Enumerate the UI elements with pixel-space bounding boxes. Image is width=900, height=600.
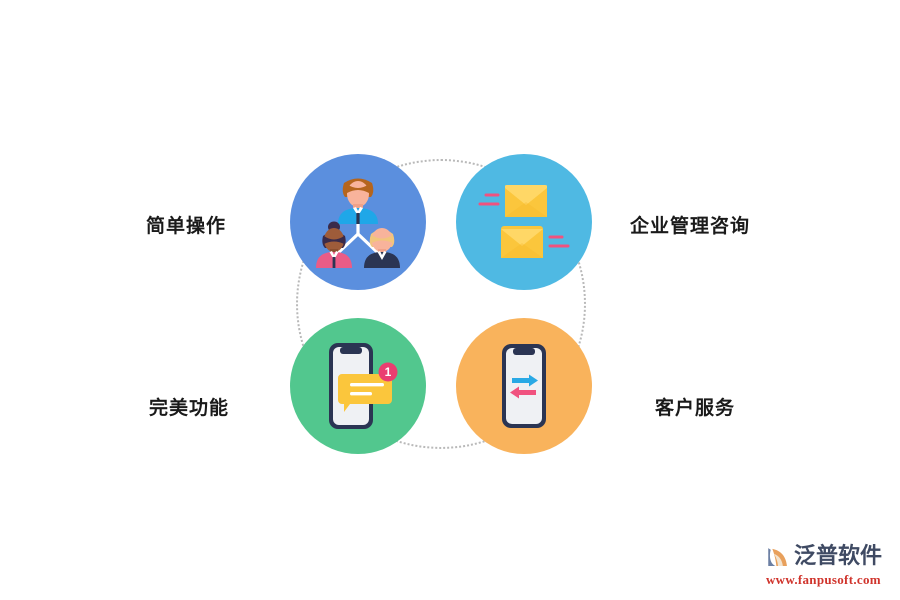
logo-row: 泛普软件 — [765, 544, 882, 570]
logo-wordmark: 泛普软件 — [793, 544, 882, 569]
feature-circle-enterprise-management-consulting[interactable] — [456, 154, 592, 290]
feature-label-simple-operation: 简单操作 — [146, 215, 227, 237]
arrow-right-icon — [512, 374, 538, 387]
person-right — [364, 228, 400, 268]
person-left — [316, 221, 352, 268]
people-network-icon — [316, 178, 400, 268]
watermark-logo: 泛普软件 www.fanpusoft.com — [765, 544, 882, 588]
phone-body — [502, 344, 546, 428]
arrow-left-icon — [510, 386, 536, 399]
feature-label-perfect-features: 完美功能 — [149, 397, 230, 419]
chat-bubble — [338, 374, 392, 412]
feature-label-customer-service: 客户服务 — [655, 397, 736, 419]
feature-circle-customer-service[interactable] — [456, 318, 592, 454]
feature-label-enterprise-management-consulting: 企业管理咨询 — [630, 215, 751, 237]
logo-url: www.fanpusoft.com — [765, 572, 881, 587]
fanpu-logo-icon — [768, 548, 787, 566]
notification-badge: 1 — [378, 362, 398, 382]
envelope-top — [505, 185, 547, 217]
envelope-bottom — [501, 226, 543, 258]
notification-badge-count: 1 — [385, 365, 392, 379]
phone-chat-notification-icon: 1 — [329, 343, 398, 429]
feature-circle-simple-operation[interactable] — [290, 154, 426, 290]
feature-circle-perfect-features[interactable]: 1 — [290, 318, 426, 454]
person-top — [338, 178, 378, 224]
envelopes-icon — [478, 185, 570, 258]
phone-transfer-arrows-icon — [502, 344, 546, 428]
speed-lines-right — [548, 235, 570, 248]
dotted-connector-ring — [296, 159, 586, 449]
speed-lines-left — [478, 193, 500, 206]
